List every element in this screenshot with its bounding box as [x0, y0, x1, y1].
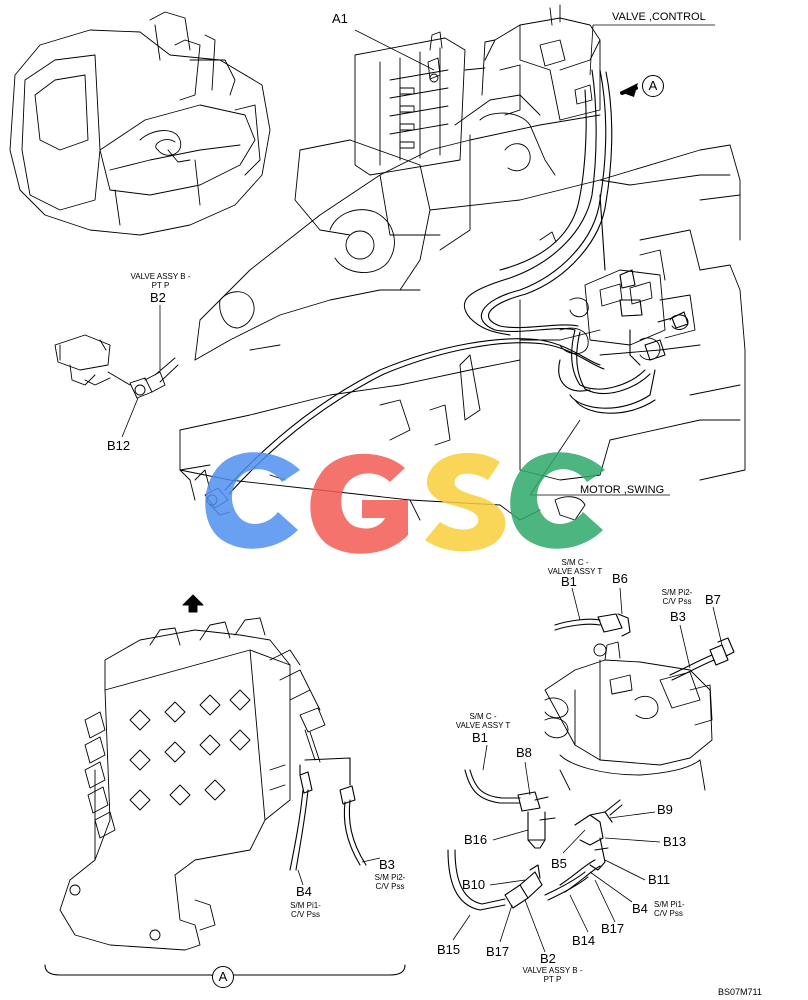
fitting-a1 [427, 57, 441, 83]
label-b1-mid: B1 [472, 730, 488, 745]
label-b2-top-desc: VALVE ASSY B - PT P [130, 272, 191, 290]
label-b15: B15 [437, 942, 461, 957]
label-b11: B11 [648, 872, 671, 887]
control-valve-bank [354, 4, 601, 176]
label-b1-right-desc: S/M C - VALVE ASSY T [547, 558, 603, 576]
label-b9: B9 [657, 802, 673, 817]
label-valve-control: VALVE ,CONTROL [612, 11, 706, 23]
excavator-overview [9, 11, 271, 236]
arrow-up-icon [182, 594, 204, 613]
label-b2-bottom: B2 [540, 951, 556, 966]
label-b10: B10 [462, 877, 486, 892]
main-frame [179, 94, 746, 521]
pilot-hoses-main [224, 69, 689, 495]
label-b3-left: B3 [379, 857, 395, 872]
label-motor-swing: MOTOR ,SWING [580, 484, 665, 496]
b12-detail [54, 334, 179, 399]
watermark-logo [205, 452, 605, 554]
label-view-a-top: A [642, 75, 664, 97]
label-b3-left-desc: S/M Pi2- C/V Pss [374, 873, 406, 891]
label-b1-right: B1 [561, 574, 577, 589]
label-b5: B5 [551, 856, 567, 871]
label-b7: B7 [705, 592, 721, 607]
label-b4-left: B4 [296, 884, 312, 899]
label-b3-right-desc: S/M Pi2- C/V Pss [661, 588, 693, 606]
label-b14: B14 [572, 933, 596, 948]
label-b17-left: B17 [486, 944, 510, 959]
hoses-b1-b6 [554, 613, 631, 637]
label-b2-top: B2 [150, 290, 166, 305]
label-view-a-bottom: A [212, 966, 234, 988]
watermark-letter-c1 [205, 452, 300, 549]
hoses-b3-b7 [669, 637, 735, 681]
fitting-cluster-b [447, 769, 623, 911]
label-b2-bottom-desc: VALVE ASSY B - PT P [522, 966, 583, 984]
label-b16: B16 [464, 832, 488, 847]
label-b12: B12 [107, 438, 131, 453]
label-b4-left-desc: S/M Pi1- C/V Pss [290, 901, 321, 919]
hoses-b3-b4-left [289, 757, 367, 871]
label-b4-right: B4 [632, 901, 648, 916]
control-valve-bottom [59, 617, 326, 951]
label-b1-mid-desc: S/M C - VALVE ASSY T [455, 712, 511, 730]
swing-motor-detail [544, 641, 713, 791]
label-drawing-number: BS07M711 [718, 987, 762, 997]
watermark-letter-s [425, 452, 506, 552]
watermark-letter-g [310, 453, 408, 554]
label-b13: B13 [663, 834, 687, 849]
label-b3-right: B3 [670, 609, 686, 624]
watermark-letter-c2 [510, 452, 605, 549]
leader-lines [121, 24, 723, 953]
label-b4-right-desc: S/M Pi1- C/V Pss [654, 900, 685, 918]
label-b8: B8 [516, 745, 532, 760]
label-a1: A1 [332, 11, 348, 26]
label-b6: B6 [612, 571, 628, 586]
label-b17-right: B17 [601, 921, 625, 936]
